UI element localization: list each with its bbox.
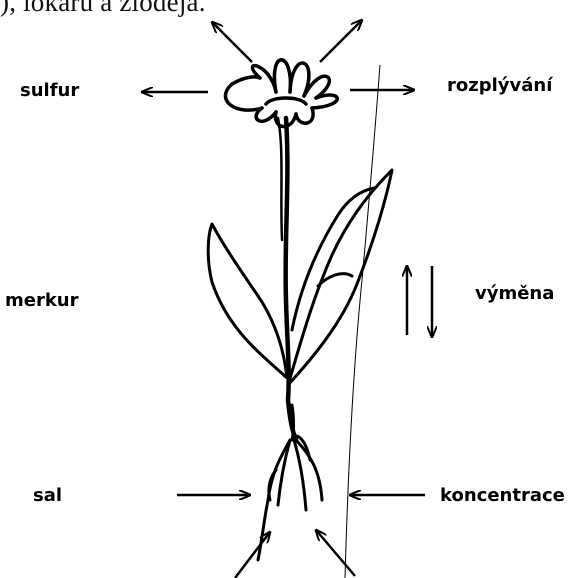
left-leaf [208,224,287,378]
petal [252,66,276,92]
petal [232,77,260,84]
petal [312,95,337,108]
right-leaves [288,170,392,385]
flower-center [266,98,306,104]
flower [225,60,337,127]
arrow-up-right [320,20,362,62]
petal [225,84,262,110]
arrow-up-left [212,22,252,62]
thin-vertical-line [345,65,380,578]
stem [278,118,296,440]
arrow-bottom-right [316,530,355,576]
arrow-bottom-left [235,532,270,578]
petal [274,60,290,92]
petal [296,108,313,123]
